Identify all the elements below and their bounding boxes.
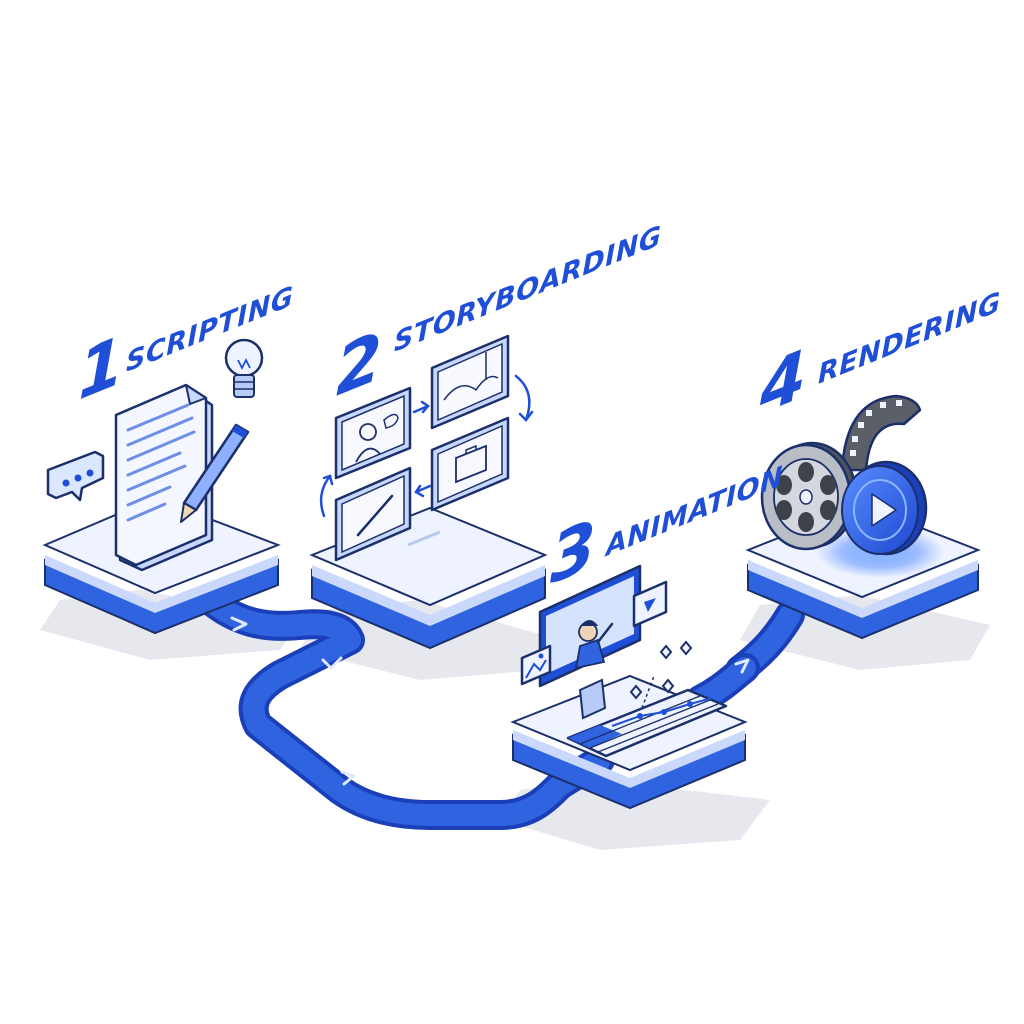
film-strip-icon (840, 394, 922, 472)
image-icon (520, 644, 552, 686)
film-reel-icon (760, 441, 858, 551)
step-3-number: 3 (550, 505, 596, 600)
step-4-number: 4 (759, 335, 806, 431)
play-button-icon (841, 460, 928, 556)
pencil-icon (180, 423, 250, 523)
step-2-label: STORYBOARDING (394, 219, 662, 359)
storyboard-frame-pencil-icon (334, 466, 412, 562)
keyframe-icon (629, 640, 693, 700)
animator-figure-icon (574, 620, 614, 670)
lightbulb-icon (224, 338, 264, 398)
chevron-arrow-icon (230, 616, 750, 786)
document-icon (114, 383, 214, 572)
storyboard-frame-scene-icon (430, 334, 510, 430)
chat-bubble-icon (46, 450, 105, 502)
cycle-arrow-icon (319, 374, 534, 518)
video-icon (632, 580, 668, 628)
step-2-number: 2 (336, 317, 382, 412)
step-4-label: RENDERING (818, 285, 1001, 391)
storyboard-frame-briefcase-icon (430, 416, 510, 512)
timeline-icon (566, 675, 728, 758)
storyboard-frame-person-icon (334, 386, 412, 480)
step-1-label: SCRIPTING (126, 279, 294, 378)
step-1-number: 1 (78, 321, 124, 416)
